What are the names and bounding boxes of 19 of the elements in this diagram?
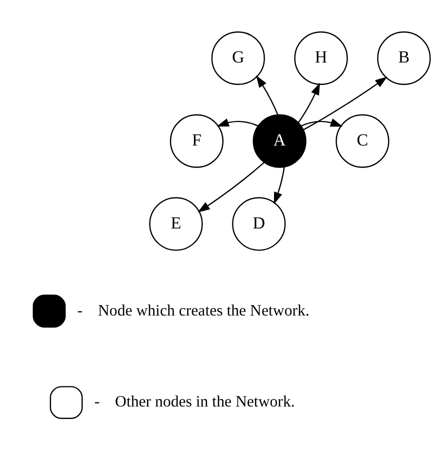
- arrow: [302, 76, 387, 130]
- arrow: [256, 74, 278, 115]
- arrow: [197, 162, 264, 212]
- legend-label: Other nodes in the Network.: [114, 393, 294, 410]
- node-circle: E: [148, 196, 202, 250]
- arrow: [298, 82, 320, 122]
- node-circle: C: [335, 114, 389, 168]
- node-circle: F: [169, 114, 224, 168]
- node-circle: A: [252, 114, 306, 168]
- node-circle: B: [376, 30, 430, 85]
- arrow: [273, 166, 284, 204]
- legend-label: Node which creates the Network.: [97, 302, 309, 319]
- label: -: [94, 393, 100, 410]
- node-circle: D: [232, 196, 286, 250]
- node-circle: H: [294, 30, 348, 85]
- arrow: [216, 118, 258, 126]
- node-circle: G: [210, 30, 264, 85]
- arrow: [300, 118, 342, 126]
- label: -: [76, 302, 82, 319]
